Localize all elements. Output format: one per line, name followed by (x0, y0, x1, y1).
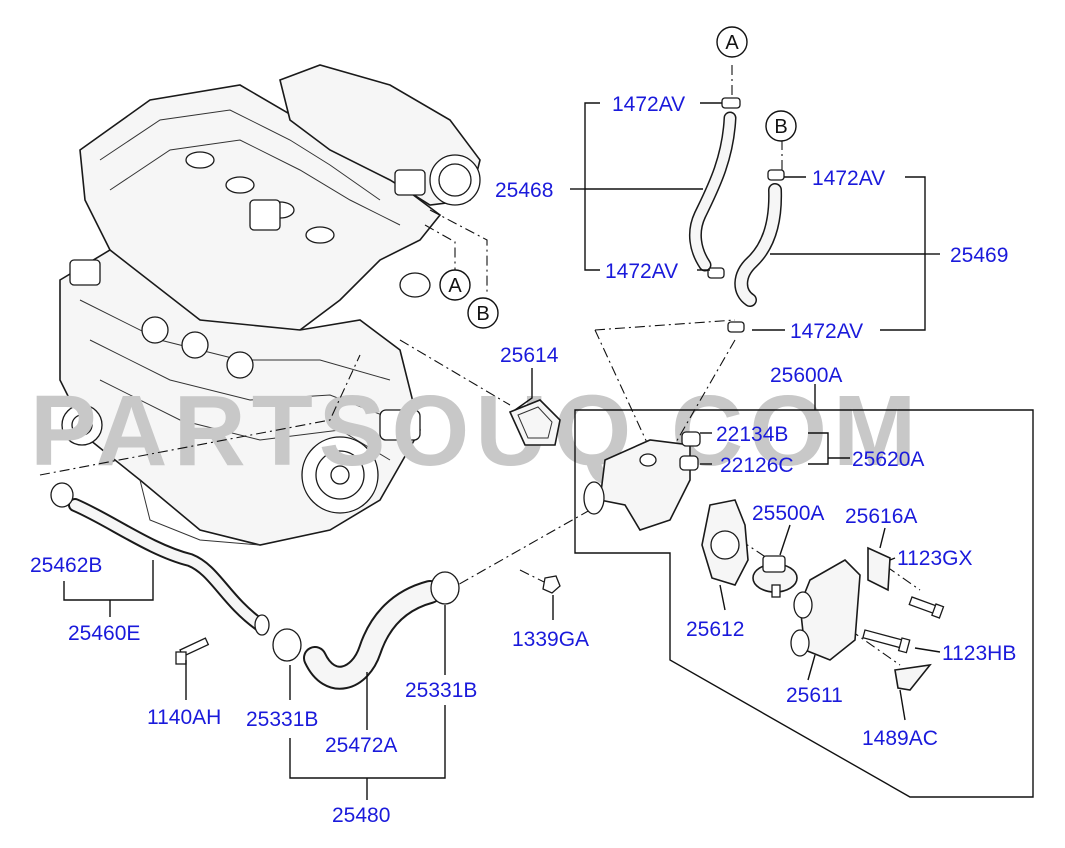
part-label-25331b-right[interactable]: 25331B (405, 679, 477, 702)
hose-clamp-25331b-right-drawing (430, 571, 460, 605)
part-label-1123hb[interactable]: 1123HB (942, 642, 1016, 665)
group-box-25600a (574, 409, 1034, 798)
bracket-25616a-drawing (867, 546, 891, 592)
svg-text:A: A (448, 275, 462, 297)
part-label-1472av-right[interactable]: 1472AV (812, 167, 885, 190)
part-label-1472av-bottom[interactable]: 1472AV (790, 320, 863, 343)
part-label-25612[interactable]: 25612 (686, 618, 744, 641)
part-label-25469[interactable]: 25469 (950, 244, 1008, 267)
part-label-1472av-top[interactable]: 1472AV (612, 93, 685, 116)
part-label-1123gx[interactable]: 1123GX (897, 547, 973, 570)
part-label-25616a[interactable]: 25616A (845, 505, 917, 528)
gasket-25612-drawing (701, 499, 749, 586)
part-label-25460e[interactable]: 25460E (68, 622, 140, 645)
part-label-25472a[interactable]: 25472A (325, 734, 397, 757)
svg-text:A: A (725, 32, 739, 54)
nut-1339ga-drawing (542, 575, 561, 594)
part-label-22126c[interactable]: 22126C (720, 454, 794, 477)
part-label-1339ga[interactable]: 1339GA (512, 628, 589, 651)
part-label-1140ah[interactable]: 1140AH (147, 706, 221, 729)
part-label-25480[interactable]: 25480 (332, 804, 390, 827)
thermostat-25500a-drawing (752, 555, 798, 598)
part-label-25611[interactable]: 25611 (786, 684, 843, 707)
callout-a-top[interactable]: A (716, 26, 748, 58)
part-label-25468[interactable]: 25468 (495, 179, 553, 202)
part-label-25614[interactable]: 25614 (500, 344, 559, 367)
part-label-22134b[interactable]: 22134B (716, 423, 788, 446)
watermark: PARTSOUQ.COM (30, 375, 922, 487)
svg-text:B: B (476, 303, 489, 325)
callout-a-engine[interactable]: A (439, 269, 471, 301)
engine-assembly-drawing (59, 64, 481, 546)
hose-clamp-25331b-left-drawing (272, 628, 302, 662)
part-label-1472av-mid[interactable]: 1472AV (605, 260, 678, 283)
svg-text:B: B (774, 116, 787, 138)
water-hose-25468-drawing (688, 97, 741, 279)
gasket-25614-drawing (508, 399, 561, 446)
callout-b-engine[interactable]: B (467, 297, 499, 329)
part-label-25500a[interactable]: 25500A (752, 502, 824, 525)
clip-1489ac-drawing (894, 663, 932, 691)
part-label-1489ac[interactable]: 1489AC (862, 727, 938, 750)
bolt-1123gx-drawing (908, 596, 945, 619)
water-outlet-25620a-drawing (583, 431, 701, 531)
radiator-hose-25472a-drawing (303, 580, 442, 690)
part-label-25462b[interactable]: 25462B (30, 554, 102, 577)
part-label-25331b-left[interactable]: 25331B (246, 708, 318, 731)
leader-lines (63, 102, 941, 800)
bolt-1140ah-drawing (175, 637, 210, 665)
part-label-25600a[interactable]: 25600A (770, 364, 842, 387)
water-hose-25469-drawing (727, 169, 785, 333)
bolt-1123hb-drawing (862, 629, 911, 654)
callout-b-top[interactable]: B (765, 110, 797, 142)
part-label-25620a[interactable]: 25620A (852, 448, 924, 471)
water-pipe-25460e-drawing (50, 482, 270, 636)
thermostat-housing-25611-drawing (790, 559, 861, 661)
